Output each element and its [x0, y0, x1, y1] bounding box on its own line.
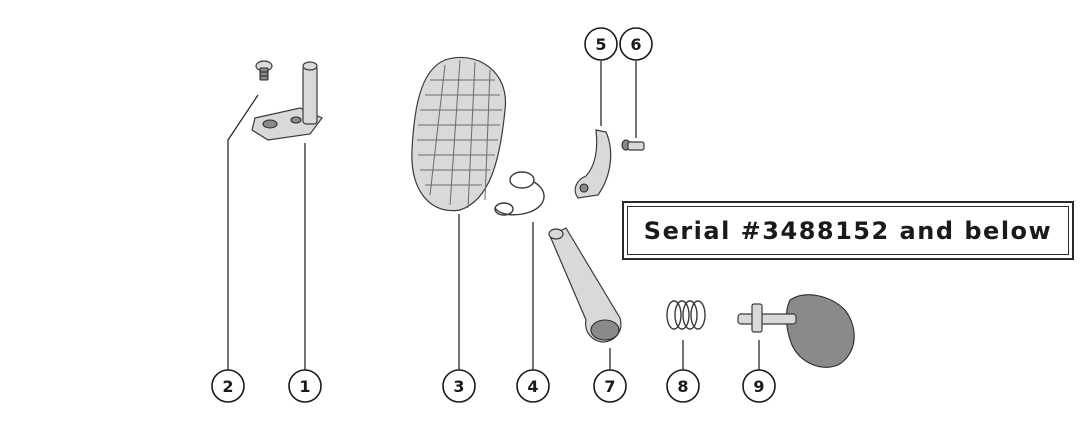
- callout-label: 4: [527, 377, 538, 396]
- callout-label: 1: [299, 377, 310, 396]
- callout-8: 8: [666, 369, 700, 403]
- callout-6: 6: [619, 27, 653, 61]
- part-4-spring-clip: [494, 171, 545, 216]
- callout-7: 7: [593, 369, 627, 403]
- part-1-bracket-with-stud: [251, 61, 323, 141]
- callout-5: 5: [584, 27, 618, 61]
- leader-lines: [227, 61, 760, 370]
- part-8-coil-spring: [666, 300, 706, 330]
- part-3-pedal-pad: [411, 56, 507, 212]
- callout-label: 8: [677, 377, 688, 396]
- callout-2: 2: [211, 369, 245, 403]
- serial-note-text: Serial #3488152 and below: [643, 216, 1053, 245]
- callout-label: 5: [595, 35, 606, 54]
- callout-label: 3: [453, 377, 464, 396]
- part-9-housing-assembly: [737, 294, 855, 368]
- part-7-shaft: [548, 227, 622, 343]
- callout-4: 4: [516, 369, 550, 403]
- part-5-lever-arm: [574, 129, 612, 199]
- callout-label: 9: [753, 377, 764, 396]
- callout-label: 2: [222, 377, 233, 396]
- serial-note-box: Serial #3488152 and below: [622, 201, 1074, 260]
- part-6-screw: [621, 139, 645, 151]
- serial-note-inner-border: Serial #3488152 and below: [627, 206, 1069, 255]
- callout-3: 3: [442, 369, 476, 403]
- callout-label: 7: [604, 377, 615, 396]
- callout-label: 6: [630, 35, 641, 54]
- callout-9: 9: [742, 369, 776, 403]
- callout-1: 1: [288, 369, 322, 403]
- part-2-screw: [255, 60, 273, 81]
